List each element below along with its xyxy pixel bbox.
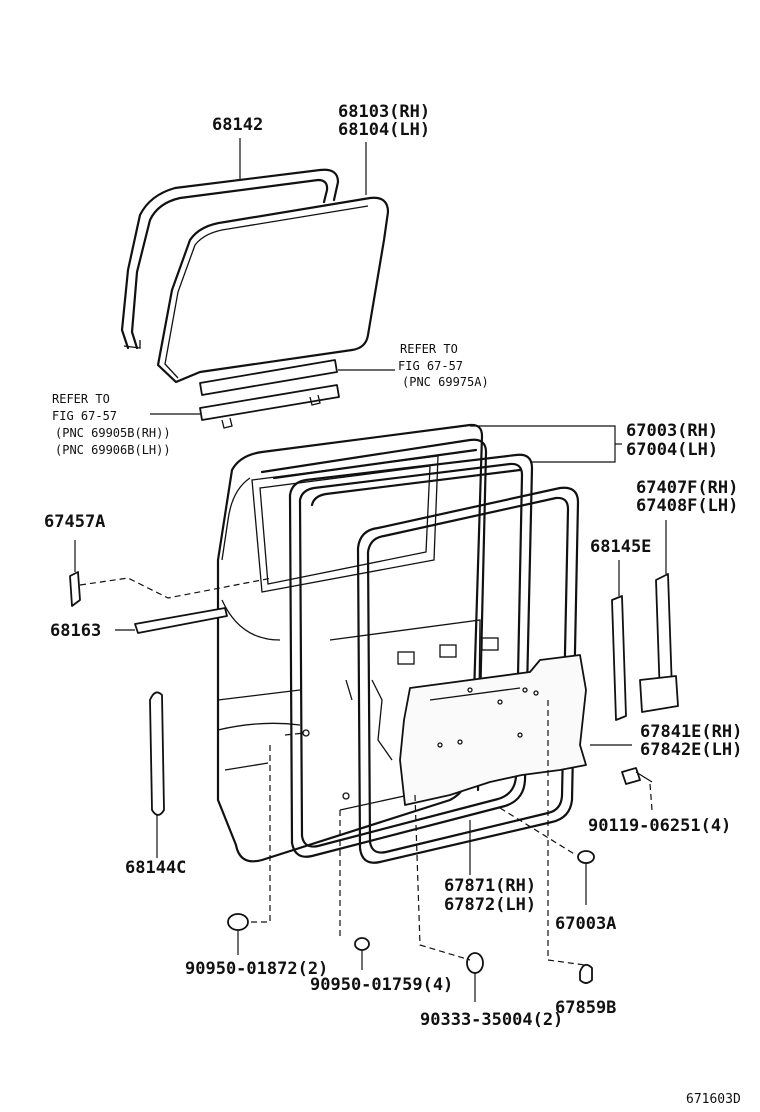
door-opening-trim bbox=[356, 486, 580, 864]
part-67457a bbox=[69, 540, 81, 607]
belt-weatherstrip-outer bbox=[199, 359, 340, 429]
part-68144c bbox=[149, 691, 165, 858]
label-refer2-b: FIG 67-57 bbox=[52, 409, 117, 423]
label-refer1-a: REFER TO bbox=[400, 342, 458, 356]
label-68163: 68163 bbox=[50, 621, 101, 641]
door-weatherstrip bbox=[260, 438, 534, 858]
part-labels: 68142 68103(RH) 68104(LH) REFER TO FIG 6… bbox=[44, 102, 742, 1107]
clip-67859b bbox=[579, 963, 593, 984]
label-refer2-a: REFER TO bbox=[52, 392, 110, 406]
label-67457a: 67457A bbox=[44, 512, 105, 532]
label-68144c: 68144C bbox=[125, 858, 186, 878]
label-67872: 67872(LH) bbox=[444, 895, 536, 915]
label-68142: 68142 bbox=[212, 115, 263, 135]
label-refer2-d: (PNC 69906B(LH)) bbox=[55, 443, 171, 457]
figure-id: 671603D bbox=[686, 1092, 741, 1107]
clip-67003a bbox=[577, 850, 595, 905]
label-67004: 67004(LH) bbox=[626, 440, 718, 460]
label-67841e: 67841E(RH) bbox=[640, 722, 742, 742]
clip-90950-01759 bbox=[354, 937, 370, 970]
service-hole-cover bbox=[399, 654, 587, 806]
label-90950-01872: 90950-01872(2) bbox=[185, 959, 328, 979]
label-67842e: 67842E(LH) bbox=[640, 740, 742, 760]
label-68103: 68103(RH) bbox=[338, 102, 430, 122]
label-refer2-c: (PNC 69905B(RH)) bbox=[55, 426, 171, 440]
clip-90950-01872 bbox=[227, 913, 249, 955]
label-67859b: 67859B bbox=[555, 998, 616, 1018]
label-67871: 67871(RH) bbox=[444, 876, 536, 896]
label-67003a: 67003A bbox=[555, 914, 616, 934]
plug-90333 bbox=[466, 952, 484, 1002]
label-67407f: 67407F(RH) bbox=[636, 478, 738, 498]
label-refer1-b: FIG 67-57 bbox=[398, 359, 463, 373]
door-glass bbox=[156, 196, 390, 384]
label-67408f: 67408F(LH) bbox=[636, 496, 738, 516]
glass-run-channel bbox=[120, 168, 340, 350]
label-refer1-c: (PNC 69975A) bbox=[402, 375, 489, 389]
label-90333: 90333-35004(2) bbox=[420, 1010, 563, 1030]
label-68145e: 68145E bbox=[590, 537, 651, 557]
leader-lines bbox=[79, 138, 632, 966]
part-67407f bbox=[639, 520, 679, 713]
label-67003: 67003(RH) bbox=[626, 421, 718, 441]
label-68104: 68104(LH) bbox=[338, 120, 430, 140]
part-68163 bbox=[134, 607, 228, 634]
label-90119: 90119-06251(4) bbox=[588, 816, 731, 836]
part-68145e bbox=[611, 560, 627, 721]
label-90950-01759: 90950-01759(4) bbox=[310, 975, 453, 995]
bolt-90119 bbox=[621, 767, 653, 811]
